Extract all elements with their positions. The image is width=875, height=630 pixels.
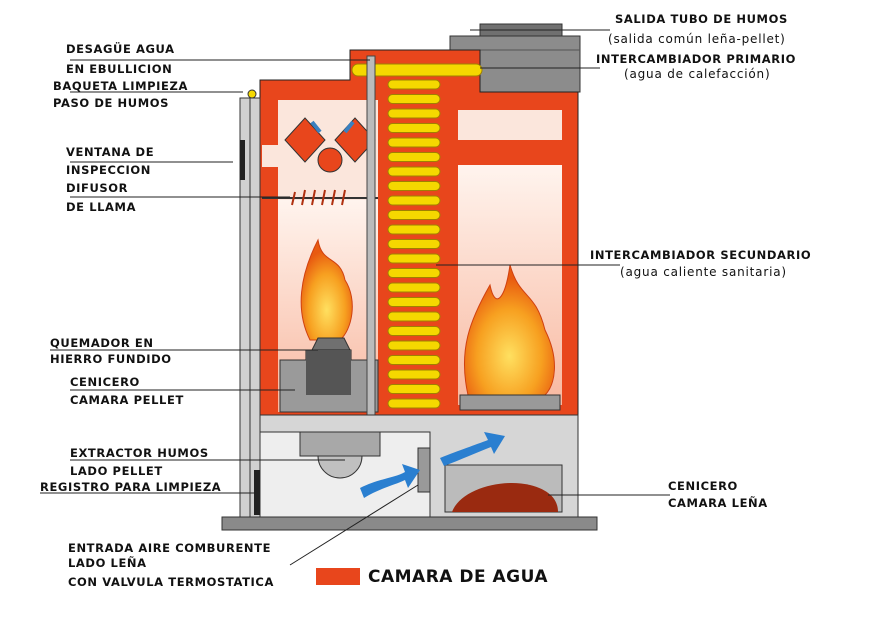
label-extractor-2: LADO PELLET — [70, 464, 163, 478]
coil-turn — [387, 311, 441, 322]
coil-turn — [387, 210, 441, 220]
coil-turn — [387, 326, 441, 336]
grate — [459, 394, 561, 411]
label-difusor-1: DIFUSOR — [66, 181, 129, 195]
coil-turn — [387, 137, 441, 148]
coil-turn — [387, 384, 441, 394]
label-entrada-1: ENTRADA AIRE COMBURENTE — [68, 541, 272, 555]
label-baqueta-1: BAQUETA LIMPIEZA — [53, 79, 188, 93]
label-difusor-2: DE LLAMA — [66, 200, 137, 214]
coil-turn — [387, 268, 441, 278]
label-baqueta-2: PASO DE HUMOS — [53, 96, 170, 110]
primary-coil — [387, 79, 441, 409]
label-quemador-1: QUEMADOR EN — [50, 336, 154, 350]
coil-turn — [387, 340, 441, 351]
legend-label: CAMARA DE AGUA — [368, 567, 549, 587]
label-ventana-1: VENTANA DE — [66, 145, 155, 159]
label-intercambiador-secundario-sub: (agua caliente sanitaria) — [620, 265, 787, 279]
inspection-window — [240, 140, 245, 180]
coil-turn — [387, 224, 441, 235]
hot-air-arrow — [440, 432, 505, 466]
coil-turn — [387, 253, 441, 264]
air-inlet-arrow — [360, 464, 420, 498]
label-salida-tubo-sub: (salida común leña-pellet) — [608, 32, 786, 46]
label-desague-1: DESAGÜE AGUA — [66, 42, 175, 56]
label-quemador-2: HIERRO FUNDIDO — [50, 352, 172, 366]
pellet-flame — [300, 238, 353, 341]
label-desague-2: EN EBULLICION — [66, 62, 173, 76]
wood-chamber — [458, 110, 562, 140]
coil-turn — [387, 239, 441, 249]
coil-turn — [387, 123, 441, 133]
label-entrada-2: LADO LEÑA — [68, 556, 147, 570]
label-ventana-2: INSPECCION — [66, 163, 152, 177]
label-intercambiador-secundario: INTERCAMBIADOR SECUNDARIO — [590, 248, 812, 262]
coil-turn — [387, 108, 441, 119]
label-intercambiador-primario: INTERCAMBIADOR PRIMARIO — [596, 52, 796, 66]
label-cenicero-lena-2: CAMARA LEÑA — [668, 496, 768, 510]
label-intercambiador-primario-sub: (agua de calefacción) — [624, 67, 771, 81]
label-cenicero-pellet-1: CENICERO — [70, 375, 140, 389]
label-cenicero-lena-1: CENICERO — [668, 479, 738, 493]
label-entrada-3: CON VALVULA TERMOSTATICA — [68, 575, 274, 589]
cleaning-register — [254, 470, 260, 515]
base-plate — [221, 516, 598, 531]
smoke-extractor — [299, 431, 381, 457]
coil-turn — [387, 166, 441, 177]
coil-turn — [387, 398, 441, 409]
coil-turn — [387, 282, 441, 293]
label-cenicero-pellet-2: CAMARA PELLET — [70, 393, 184, 407]
coil-turn — [387, 355, 441, 365]
coil-turn — [387, 79, 441, 90]
coil-turn — [387, 152, 441, 162]
coil-turn — [387, 195, 441, 206]
label-registro: REGISTRO PARA LIMPIEZA — [40, 480, 222, 494]
coil-turn — [387, 369, 441, 380]
coil-turn — [387, 181, 441, 191]
primary-manifold — [351, 63, 483, 77]
coil-turn — [387, 94, 441, 104]
label-salida-tubo: SALIDA TUBO DE HUMOS — [615, 12, 788, 26]
label-extractor-1: EXTRACTOR HUMOS — [70, 446, 209, 460]
legend-swatch — [316, 568, 360, 585]
coil-turn — [387, 297, 441, 307]
